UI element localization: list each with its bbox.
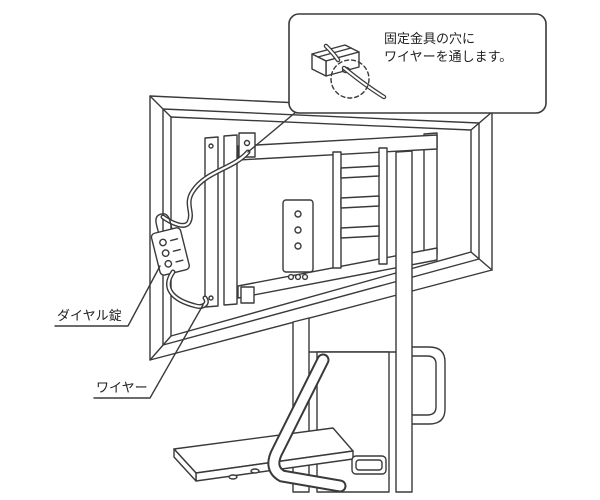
fixing-bracket [238,132,256,158]
wire-leader-line [93,304,204,399]
dial-lock-label: ダイヤル錠 [57,309,122,324]
tv-rear-panel [149,95,493,361]
callout-text-line2: ワイヤーを通します。 [384,50,512,65]
callout: 固定金具の穴に ワイヤーを通します。 [288,13,547,114]
callout-leader-line [247,111,297,153]
right-handle [411,346,446,425]
front-handle [267,353,347,493]
security-wire [160,149,251,228]
wire-label: ワイヤー [96,381,148,396]
mount-bracket [204,132,438,308]
label-wire: ワイヤー [93,304,204,399]
security-wire-tail [166,269,209,309]
artwork: ダイヤル錠 ワイヤー 固定金具の穴に ワイヤーを通します。 [54,13,547,493]
dial-lock [150,213,190,276]
callout-text-line1: 固定金具の穴に [384,31,475,47]
dial-lock-leader-line [54,265,161,327]
highlight-dashed-circle [330,59,370,99]
bracket-detail [311,43,387,100]
label-dial-lock: ダイヤル錠 [54,265,161,327]
base-slot [351,455,387,475]
